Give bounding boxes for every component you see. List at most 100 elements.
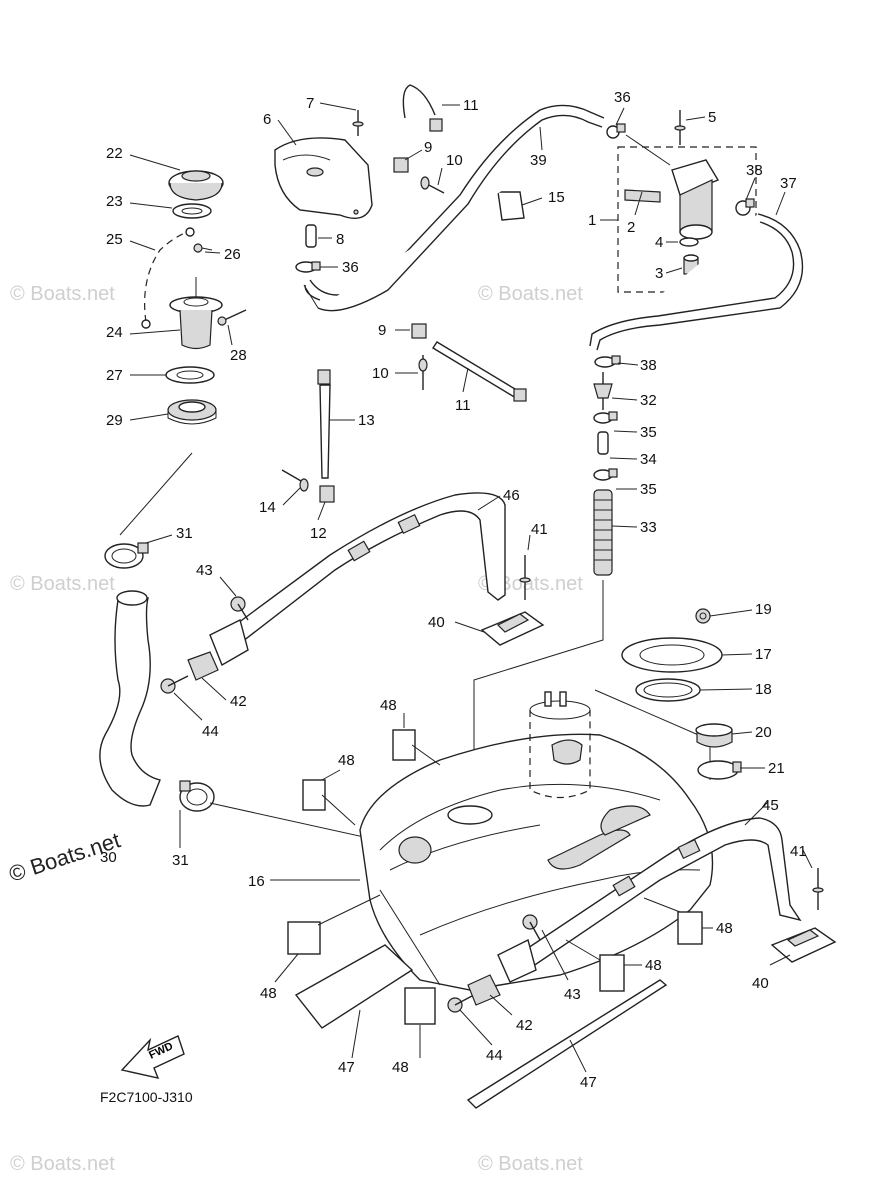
callout: 36 <box>342 259 359 276</box>
chain-screw <box>193 243 213 253</box>
callout: 24 <box>106 324 123 341</box>
tank-strap <box>497 817 802 983</box>
hose-joint <box>597 431 609 455</box>
callout: 5 <box>708 109 716 126</box>
rivet <box>418 355 428 390</box>
callout: 29 <box>106 412 123 429</box>
pad <box>302 779 326 811</box>
callout: 46 <box>503 487 520 504</box>
callout: 30 <box>100 849 117 866</box>
callout: 26 <box>224 246 241 263</box>
callout: 31 <box>172 852 189 869</box>
callout: 41 <box>790 843 807 860</box>
pump-gasket <box>635 678 701 702</box>
callout: 38 <box>640 357 657 374</box>
callout: 40 <box>428 614 445 631</box>
filler-ring <box>165 366 215 384</box>
rivet <box>420 176 445 194</box>
watermark: © Boats.net <box>10 573 115 595</box>
hose-clip <box>735 198 755 216</box>
callout: 48 <box>380 697 397 714</box>
strap-base <box>480 611 545 646</box>
watermark: © Boats.net <box>10 1153 115 1175</box>
hose-clamp <box>104 542 149 569</box>
nut <box>695 608 711 624</box>
hose-end <box>303 284 319 309</box>
leader-line <box>473 580 604 810</box>
pad <box>287 921 321 955</box>
clip <box>393 157 409 173</box>
screw <box>519 555 531 600</box>
callout: 3 <box>655 265 663 282</box>
filler-hose <box>99 590 161 807</box>
pad <box>599 954 625 992</box>
fuel-filter <box>671 159 720 240</box>
callout: 45 <box>762 797 779 814</box>
callout: 42 <box>230 693 247 710</box>
strap-bracket <box>187 651 219 681</box>
drawing-code: F2C7100-J310 <box>100 1089 193 1105</box>
hose-clip <box>606 123 626 139</box>
callout: 39 <box>530 152 547 169</box>
cable-tie <box>317 369 331 479</box>
callout: 18 <box>755 681 772 698</box>
band <box>697 760 742 780</box>
callout: 35 <box>640 424 657 441</box>
rivet <box>281 469 309 492</box>
bolt <box>160 675 189 694</box>
cap-gasket <box>172 203 212 219</box>
callout: 32 <box>640 392 657 409</box>
pump-cap <box>695 723 733 748</box>
callout: 44 <box>486 1047 503 1064</box>
callout: 48 <box>338 752 355 769</box>
callout: 10 <box>446 152 463 169</box>
callout: 48 <box>716 920 733 937</box>
bolt <box>230 596 249 621</box>
bolt <box>522 914 541 941</box>
filter-bracket <box>624 189 661 203</box>
callout: 33 <box>640 519 657 536</box>
callout: 23 <box>106 193 123 210</box>
hose-clip <box>593 468 618 481</box>
callout: 34 <box>640 451 657 468</box>
clip <box>319 485 335 503</box>
filler-cap <box>168 170 224 201</box>
callout: 22 <box>106 145 123 162</box>
clip-holder <box>497 191 525 221</box>
filler-nut <box>167 399 217 425</box>
watermark: © Boats.net <box>478 283 583 305</box>
cable-tie <box>432 341 527 402</box>
fuel-tank <box>359 733 714 991</box>
leader-line <box>625 134 671 166</box>
callout: 11 <box>455 397 471 414</box>
callout: 6 <box>263 111 271 128</box>
callout: 17 <box>755 646 772 663</box>
breather-hose-edge <box>317 114 603 312</box>
check-valve <box>593 372 613 410</box>
callout: 8 <box>336 231 344 248</box>
callout: 25 <box>106 231 123 248</box>
callout: 35 <box>640 481 657 498</box>
cap-chain <box>141 227 195 329</box>
retainer-ring <box>621 637 723 673</box>
fwd-arrow-icon: FWD <box>120 1035 185 1079</box>
callout: 43 <box>564 986 581 1003</box>
fuel-hose-edge <box>589 221 795 347</box>
callout: 44 <box>202 723 219 740</box>
callout: 16 <box>248 873 265 890</box>
clip <box>411 323 427 339</box>
callout: 15 <box>548 189 565 206</box>
callout: 27 <box>106 367 123 384</box>
hose-clip <box>593 411 618 424</box>
hose-clip <box>295 261 321 273</box>
callout: 43 <box>196 562 213 579</box>
callout: 48 <box>260 985 277 1002</box>
callout: 20 <box>755 724 772 741</box>
leader-lines <box>129 102 813 1073</box>
strap-bracket <box>467 974 501 1006</box>
callout: 41 <box>531 521 548 538</box>
callout: 9 <box>378 322 386 339</box>
callout: 47 <box>580 1074 597 1091</box>
cover <box>274 137 373 219</box>
